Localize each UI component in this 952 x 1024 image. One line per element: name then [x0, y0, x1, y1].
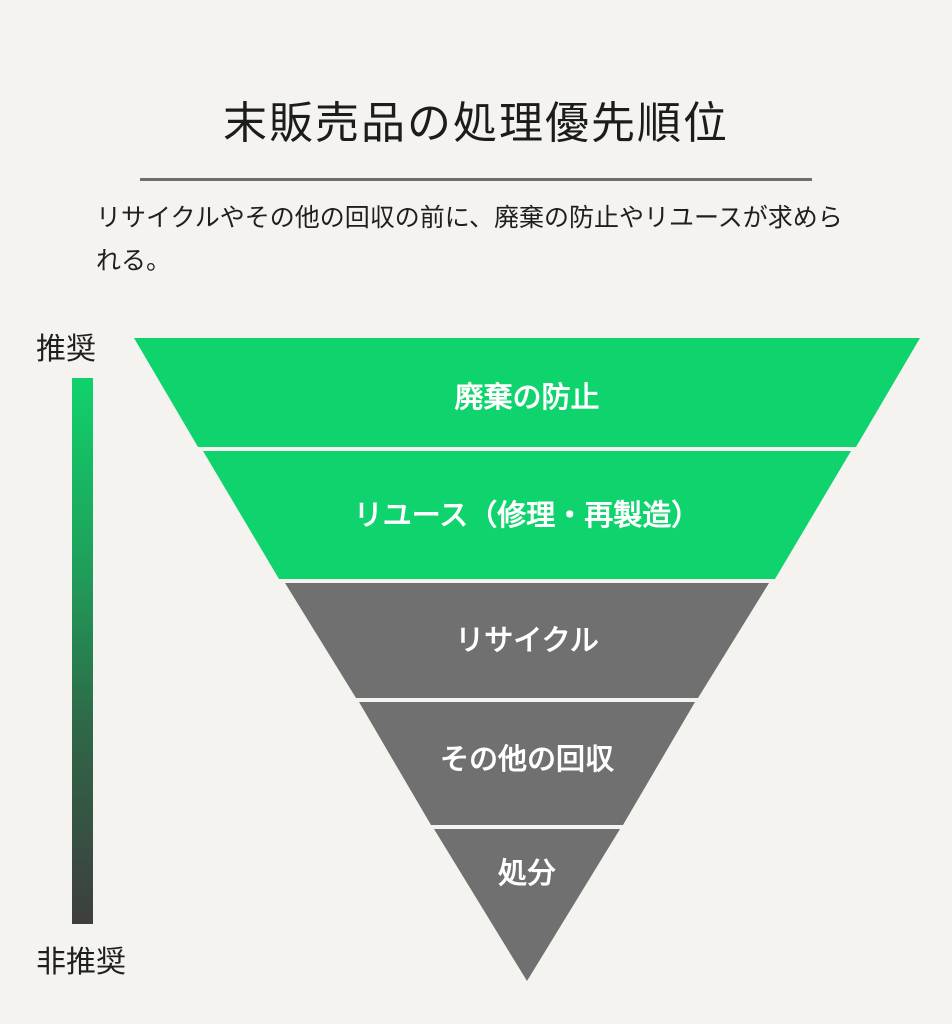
- funnel-band-disposal: [434, 829, 620, 981]
- title-divider: [140, 178, 812, 181]
- recommendation-gradient-bar: [72, 378, 93, 924]
- scale-label-recommended: 推奨: [36, 332, 96, 367]
- funnel-label-prevention: 廃棄の防止: [454, 380, 599, 414]
- funnel-label-recycle: リサイクル: [455, 623, 599, 657]
- subtitle-text: リサイクルやその他の回収の前に、廃棄の防止やリユースが求められる。: [96, 203, 843, 275]
- funnel-band-prevention: [134, 338, 920, 447]
- funnel-band-other-recovery: [359, 702, 695, 825]
- funnel-label-reuse: リユース（修理・再製造）: [354, 498, 701, 532]
- scale-label-not-recommended: 非推奨: [36, 945, 126, 980]
- funnel-level-recycle: リサイクル: [285, 583, 769, 698]
- funnel-band-reuse: [203, 451, 851, 579]
- funnel-level-disposal: 処分: [434, 829, 620, 981]
- funnel-label-disposal: 処分: [498, 856, 556, 890]
- funnel-level-other-recovery: その他の回収: [359, 702, 695, 825]
- funnel-band-recycle: [285, 583, 769, 698]
- page-title: 末販売品の処理優先順位: [223, 98, 729, 149]
- funnel-level-reuse: リユース（修理・再製造）: [203, 451, 851, 579]
- funnel-label-other-recovery: その他の回収: [440, 742, 615, 776]
- funnel-level-prevention: 廃棄の防止: [134, 338, 920, 447]
